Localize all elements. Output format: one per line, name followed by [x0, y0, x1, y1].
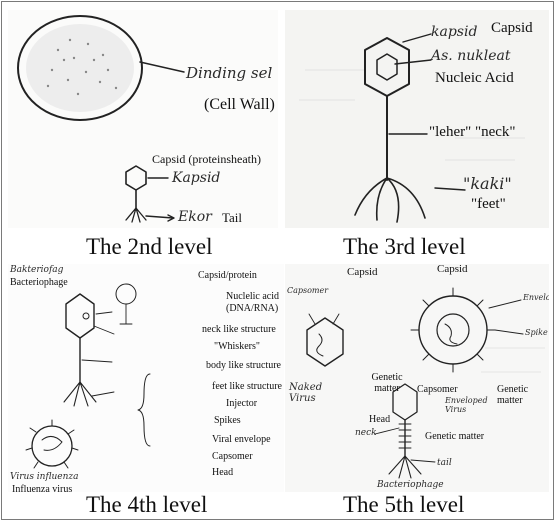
list-item: Capsomer	[212, 451, 253, 462]
label-dinding-sel: Dinding sel	[186, 64, 272, 82]
label-genetic-matter-right: Genetic matter	[497, 384, 541, 406]
label-capsid-3: Capsid	[491, 20, 533, 37]
label-bacteriophage-4: Bacteriophage	[10, 277, 68, 288]
list-item: "Whiskers"	[214, 341, 260, 352]
label-cell-wall: (Cell Wall)	[204, 96, 275, 114]
label-ekor: Ekor	[178, 209, 212, 225]
label-as-nukleat: As. nukleat	[431, 48, 510, 64]
label-influenza-virus: Influenza virus	[12, 484, 72, 495]
label-genetic-matter-center: Genetic matter	[425, 431, 484, 442]
label-bacteriophage-5: Bacteriophage	[377, 480, 444, 490]
label-virus-influenza: Virus influenza	[10, 472, 79, 482]
list-item: Nuclelic acid	[226, 291, 279, 302]
caption-2nd-level: The 2nd level	[86, 234, 212, 260]
list-item: Capsid/protein	[198, 270, 257, 281]
cell-and-phage-drawing	[8, 10, 278, 228]
panel-3rd-level: kapsid Capsid As. nukleat Nucleic Acid "…	[285, 10, 549, 265]
caption-4th-level: The 4th level	[86, 492, 207, 518]
label-capsid-left: Capsid	[347, 266, 378, 278]
label-genetic-matter-left: Genetic matter	[365, 372, 409, 394]
list-item: Head	[212, 467, 233, 478]
label-envelope: Envelope	[523, 293, 549, 302]
caption-3rd-level: The 3rd level	[343, 234, 466, 260]
panel-4th-level: Bakteriofag Bacteriophage Virus influenz…	[8, 264, 284, 519]
label-capsid-proteinsheath: Capsid (proteinsheath)	[152, 152, 261, 167]
panel-5th-level: Capsid Capsid Capsomer Envelope Spike Na…	[285, 264, 549, 519]
caption-5th-level: The 5th level	[343, 492, 464, 518]
label-capsomer: Capsomer	[417, 384, 458, 395]
label-head: Head	[369, 414, 390, 425]
list-item: body like structure	[206, 360, 281, 371]
label-tail-5: tail	[437, 458, 452, 468]
list-item: (DNA/RNA)	[226, 303, 278, 314]
list-item: Viral envelope	[212, 434, 271, 445]
sketch-5th-level	[285, 264, 549, 492]
list-item: neck like structure	[202, 324, 276, 335]
label-neck-3: "leher" "neck"	[429, 124, 516, 141]
label-neck-5: neck	[355, 428, 377, 438]
label-kapsid-3: kapsid	[431, 24, 477, 40]
list-item: Spikes	[214, 415, 241, 426]
label-capsomer-hand: Capsomer	[287, 286, 328, 295]
label-feet: "feet"	[471, 196, 506, 213]
virus-types-drawing	[285, 264, 549, 492]
label-kapsid: Kapsid	[172, 170, 220, 186]
sketch-2nd-level	[8, 10, 278, 228]
label-spike: Spike	[525, 328, 548, 337]
label-bakteriofag: Bakteriofag	[10, 265, 63, 275]
list-item: feet like structure	[212, 381, 282, 392]
sketch-3rd-level	[285, 10, 549, 228]
list-item: Injector	[226, 398, 257, 409]
label-capsid-right: Capsid	[437, 264, 468, 275]
label-tail: Tail	[222, 210, 242, 226]
label-kaki: "kaki"	[463, 174, 512, 193]
label-naked-virus: Naked Virus	[289, 382, 323, 404]
panel-2nd-level: Dinding sel (Cell Wall) Capsid (proteins…	[8, 10, 278, 265]
phage-diagram-drawing	[285, 10, 549, 228]
label-enveloped-virus: Enveloped Virus	[445, 396, 489, 414]
label-nucleic-acid: Nucleic Acid	[435, 70, 514, 87]
